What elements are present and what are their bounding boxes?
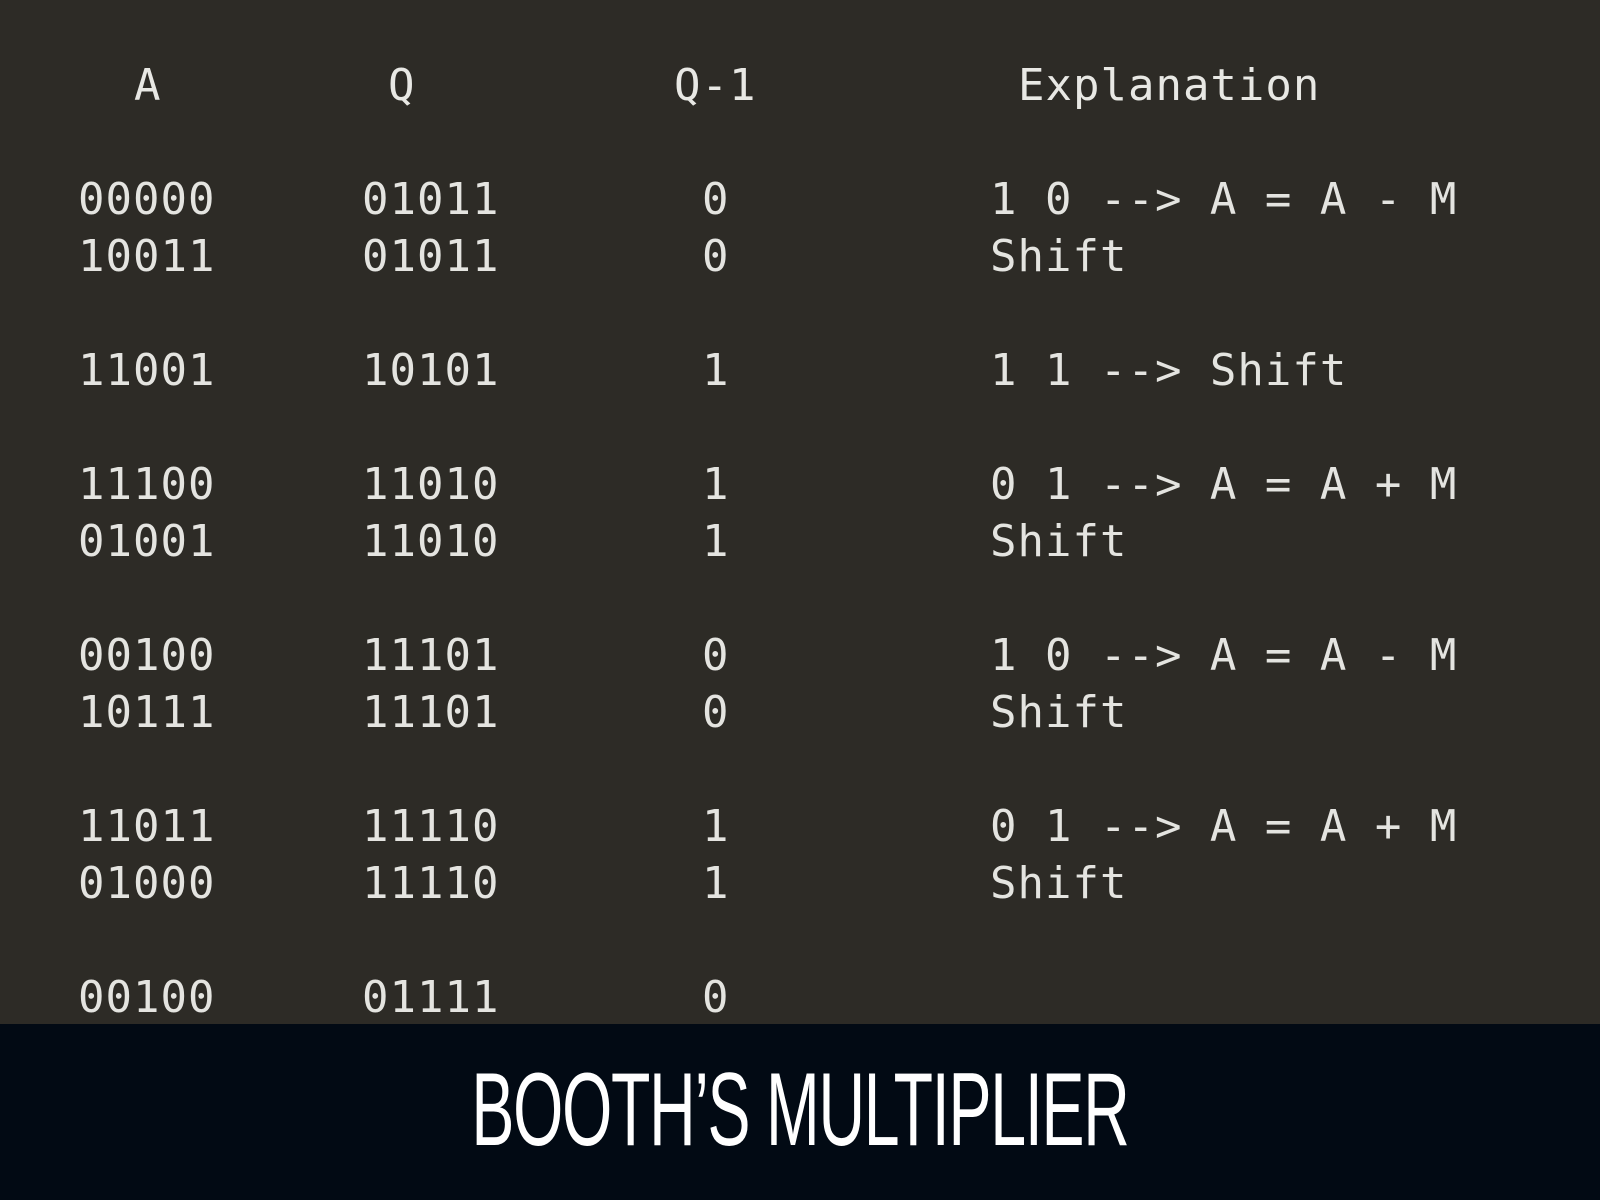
cell-q-1: 0 bbox=[702, 231, 730, 282]
cell-explanation: Shift bbox=[990, 687, 1128, 738]
cell-explanation: 0 1 --> A = A + M bbox=[990, 801, 1458, 852]
cell-q: 11110 bbox=[362, 801, 500, 852]
cell-q-1: 0 bbox=[702, 630, 730, 681]
cell-q-1: 1 bbox=[702, 858, 730, 909]
cell-q: 11010 bbox=[362, 459, 500, 510]
cell-q-1: 0 bbox=[702, 687, 730, 738]
header-a: A bbox=[134, 60, 162, 111]
header-explanation: Explanation bbox=[1018, 60, 1321, 111]
cell-explanation: 1 0 --> A = A - M bbox=[990, 174, 1458, 225]
header-q-1: Q-1 bbox=[674, 60, 757, 111]
cell-q-1: 1 bbox=[702, 801, 730, 852]
booth-table-screen: A Q Q-1 Explanation 00000 01011 0 1 0 --… bbox=[0, 0, 1600, 1024]
banner-title: BOOTH’S MULTIPLIER bbox=[471, 1052, 1129, 1168]
cell-q: 11110 bbox=[362, 858, 500, 909]
cell-a: 01000 bbox=[78, 858, 216, 909]
cell-q-1: 1 bbox=[702, 516, 730, 567]
cell-q: 01111 bbox=[362, 972, 500, 1023]
cell-a: 01001 bbox=[78, 516, 216, 567]
header-q: Q bbox=[388, 60, 416, 111]
cell-a: 11011 bbox=[78, 801, 216, 852]
cell-q-1: 0 bbox=[702, 174, 730, 225]
cell-q-1: 1 bbox=[702, 345, 730, 396]
cell-explanation: 1 0 --> A = A - M bbox=[990, 630, 1458, 681]
cell-q: 01011 bbox=[362, 174, 500, 225]
cell-a: 11001 bbox=[78, 345, 216, 396]
cell-explanation: Shift bbox=[990, 858, 1128, 909]
cell-a: 00100 bbox=[78, 630, 216, 681]
cell-explanation: 1 1 --> Shift bbox=[990, 345, 1348, 396]
cell-q-1: 0 bbox=[702, 972, 730, 1023]
cell-a: 00100 bbox=[78, 972, 216, 1023]
cell-explanation: Shift bbox=[990, 516, 1128, 567]
cell-q: 10101 bbox=[362, 345, 500, 396]
cell-q: 11010 bbox=[362, 516, 500, 567]
cell-a: 11100 bbox=[78, 459, 216, 510]
cell-a: 10111 bbox=[78, 687, 216, 738]
cell-a: 00000 bbox=[78, 174, 216, 225]
cell-explanation: 0 1 --> A = A + M bbox=[990, 459, 1458, 510]
cell-q: 11101 bbox=[362, 630, 500, 681]
cell-q: 11101 bbox=[362, 687, 500, 738]
cell-q: 01011 bbox=[362, 231, 500, 282]
cell-explanation: Shift bbox=[990, 231, 1128, 282]
cell-a: 10011 bbox=[78, 231, 216, 282]
cell-q-1: 1 bbox=[702, 459, 730, 510]
title-banner: BOOTH’S MULTIPLIER bbox=[0, 1024, 1600, 1200]
